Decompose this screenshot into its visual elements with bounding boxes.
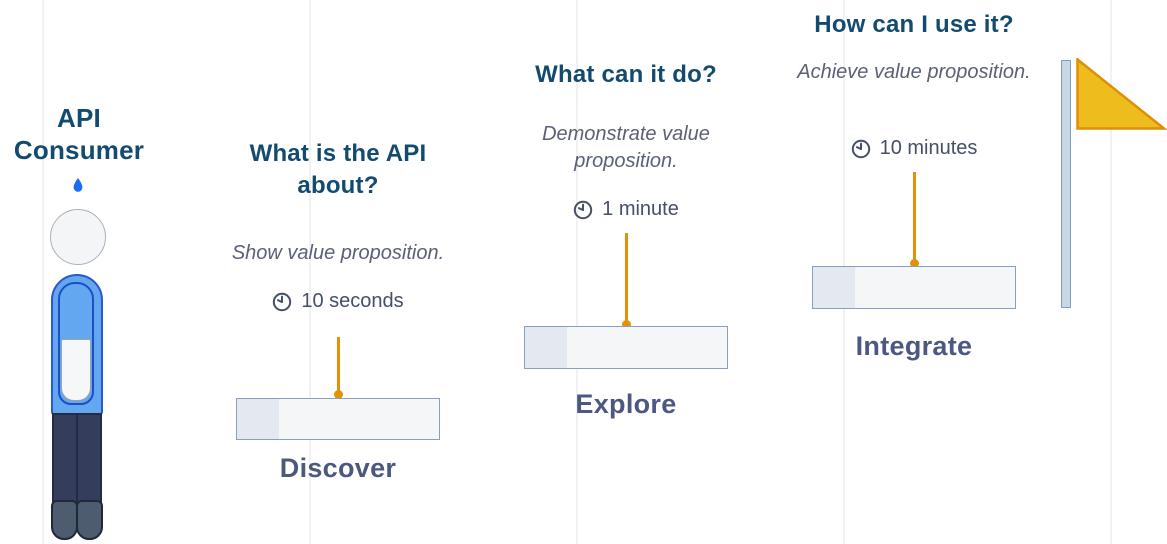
gridline [309, 0, 311, 544]
stage-duration: 10 seconds [301, 290, 404, 312]
connector-line [336, 337, 340, 394]
person-foot-right [76, 500, 103, 540]
stage-label: Discover [279, 453, 397, 483]
stage-time-row: 10 seconds [188, 290, 488, 313]
gridline [1110, 0, 1112, 544]
stage-question: What is the API about? [249, 140, 427, 199]
stage-explore: What can it do? Demonstrate value propos… [476, 0, 776, 544]
connector-line [624, 233, 628, 323]
stage-label: Explore [575, 389, 677, 419]
person-body-inner [58, 282, 94, 405]
stage-duration: 10 minutes [879, 137, 978, 159]
clock-icon [273, 292, 292, 311]
gridline [576, 0, 578, 544]
clock-icon [573, 200, 593, 219]
stage-subtitle: Show value proposition. [231, 242, 445, 264]
flag-pole [1061, 60, 1071, 308]
stage-discover: What is the API about? Show value propos… [188, 0, 488, 544]
clock-icon [851, 139, 870, 158]
person-body-panel [61, 339, 91, 401]
progress-bar [812, 266, 1016, 309]
connector-line [912, 172, 916, 263]
stage-question: What can it do? [535, 61, 717, 88]
connector-dot [909, 259, 919, 268]
flag-icon [1076, 58, 1167, 130]
stage-subtitle: Achieve value proposition. [797, 61, 1031, 83]
progress-bar-fill [813, 267, 856, 308]
stage-subtitle: Demonstrate value proposition. [542, 123, 710, 172]
droplet-icon [73, 178, 83, 192]
stage-integrate: How can I use it? Achieve value proposit… [764, 0, 1064, 544]
stage-time-row: 10 minutes [764, 137, 1064, 160]
progress-bar-fill [237, 399, 280, 439]
progress-bar [236, 398, 440, 440]
stage-time-row: 1 minute [476, 198, 776, 221]
person-body [51, 274, 103, 415]
stage-duration: 1 minute [602, 198, 679, 220]
gridline [42, 0, 44, 544]
stage-label: Integrate [855, 331, 973, 361]
progress-bar-fill [525, 327, 568, 368]
api-consumer-label: API Consumer [13, 103, 145, 165]
stage-question: How can I use it? [814, 11, 1014, 38]
connector-dot [333, 390, 343, 399]
person-legs [52, 413, 102, 512]
progress-bar [524, 326, 728, 369]
person-foot-left [51, 500, 78, 540]
person-head [50, 209, 106, 265]
connector-dot [621, 320, 631, 329]
